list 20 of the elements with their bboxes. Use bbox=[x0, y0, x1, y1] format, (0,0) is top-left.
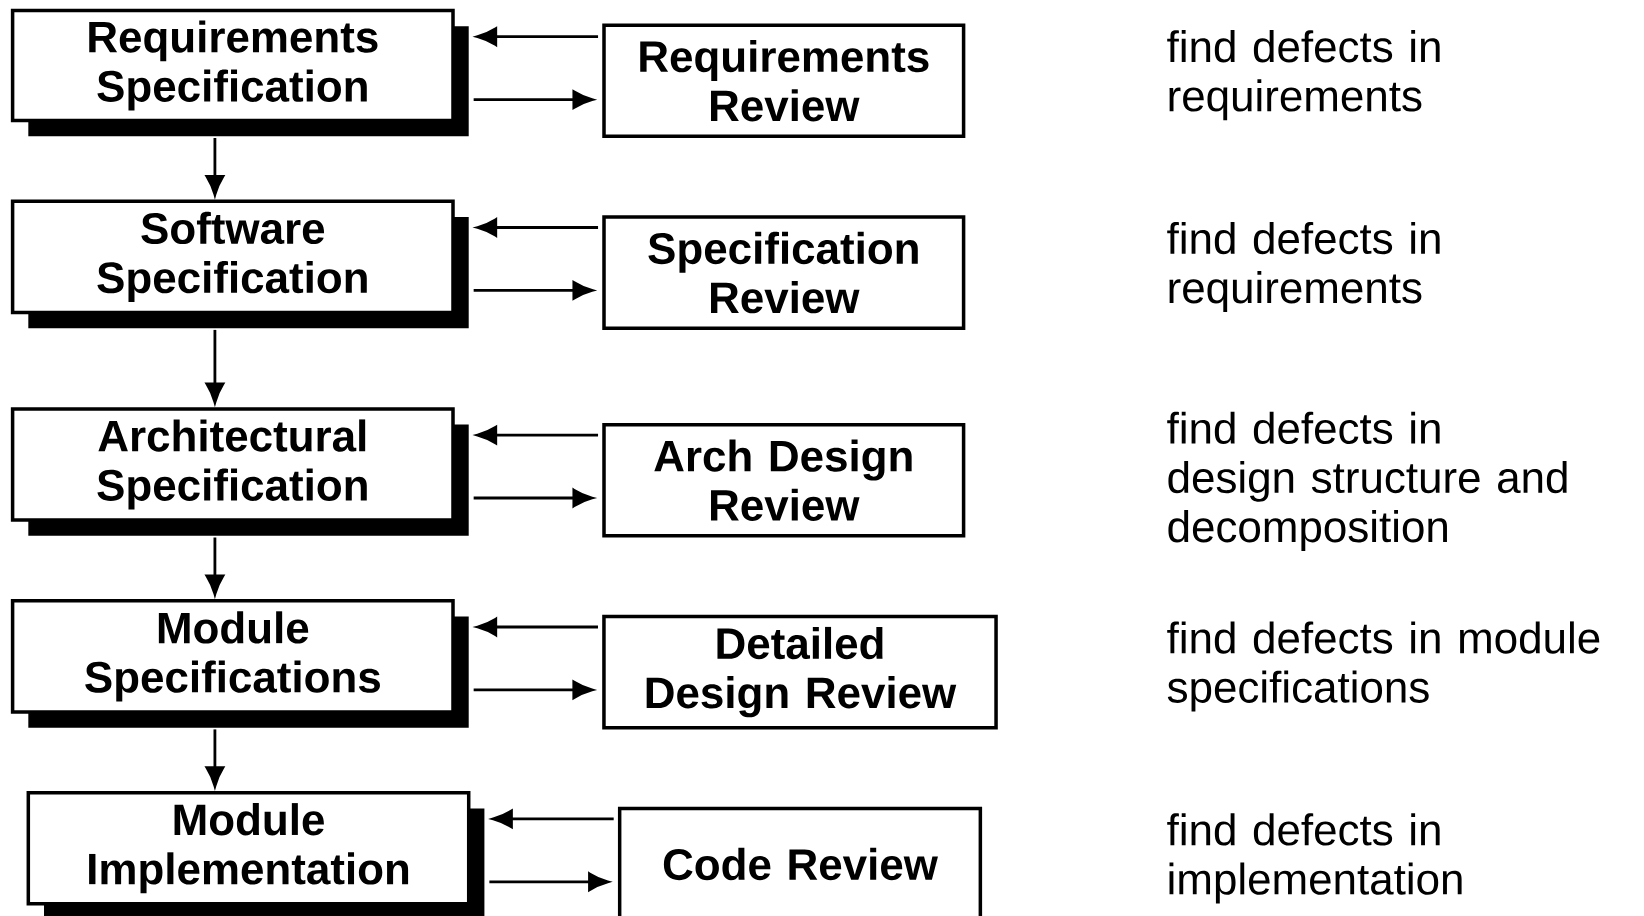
review-box: Detailed Design Review bbox=[602, 614, 998, 730]
review-box: Arch Design Review bbox=[602, 422, 966, 538]
arrow bbox=[473, 680, 594, 700]
review-box: Code Review bbox=[617, 806, 983, 916]
arrow bbox=[205, 537, 225, 596]
note-text: find defects in requirements bbox=[1167, 29, 1440, 121]
review-box: Specification Review bbox=[602, 215, 966, 330]
arrow bbox=[473, 488, 594, 508]
shadowed-box: Architectural Specification bbox=[10, 407, 469, 536]
arrow bbox=[491, 809, 614, 829]
shadowed-box: Module Specifications bbox=[10, 598, 469, 728]
review-box: Requirements Review bbox=[602, 23, 966, 138]
note-text: find defects in requirements bbox=[1167, 221, 1440, 312]
note-text: find defects in implementation bbox=[1167, 813, 1462, 904]
shadowed-box: Requirements Specification bbox=[10, 8, 469, 137]
shadowed-box: Software Specification bbox=[10, 199, 469, 329]
shadowed-box: Module Implementation bbox=[26, 790, 485, 916]
arrow bbox=[205, 329, 225, 404]
note-text: find defects in design structure and decomposition bbox=[1167, 411, 1567, 551]
note-text: find defects in module specifications bbox=[1167, 621, 1600, 712]
